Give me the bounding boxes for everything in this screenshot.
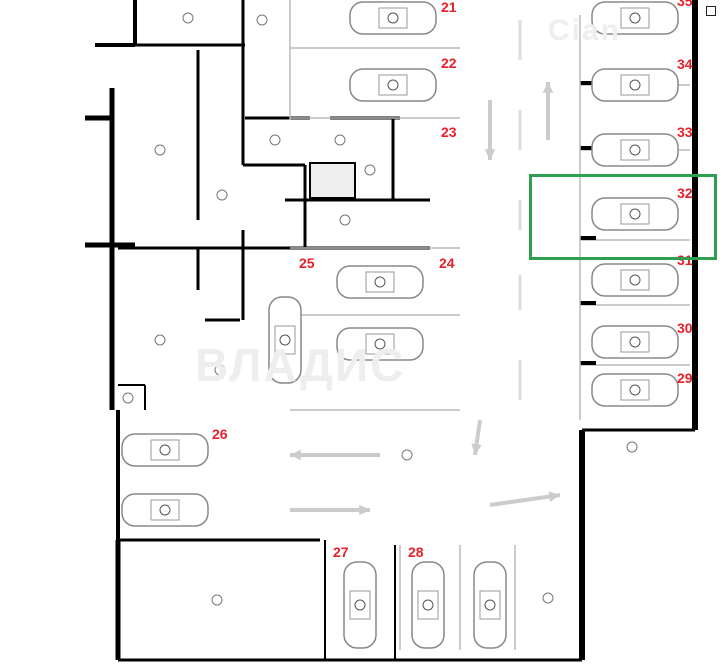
car-icon — [349, 1, 437, 35]
room-number-marker — [214, 364, 226, 376]
car-icon — [268, 296, 302, 384]
room-number-marker — [626, 441, 638, 453]
car-roof — [620, 203, 650, 225]
spot-label-25: 25 — [299, 255, 315, 271]
room-number-marker — [256, 14, 268, 26]
room-number-marker — [269, 134, 281, 146]
car-icon — [591, 263, 679, 297]
car-roof — [620, 269, 650, 291]
car-icon — [591, 68, 679, 102]
car-number-circle — [629, 274, 641, 286]
car-icon — [591, 1, 679, 35]
spot-label-27: 27 — [333, 544, 349, 560]
car-icon — [591, 197, 679, 231]
room-number-marker — [401, 449, 413, 461]
car-roof — [365, 333, 395, 355]
car-number-circle — [387, 79, 399, 91]
arrow-head — [548, 491, 560, 502]
car-icon — [591, 133, 679, 167]
car-number-circle — [159, 504, 171, 516]
car-number-circle — [422, 599, 434, 611]
room-number-marker — [216, 189, 228, 201]
room-number-marker — [334, 134, 346, 146]
arrow-head — [359, 504, 370, 516]
car-number-circle — [374, 338, 386, 350]
spot-label-22: 22 — [441, 55, 457, 71]
car-icon — [121, 433, 209, 467]
car-icon — [591, 325, 679, 359]
car-roof — [349, 590, 371, 620]
car-icon — [336, 327, 424, 361]
spot-label-21: 21 — [441, 0, 457, 15]
room-number-marker — [339, 214, 351, 226]
car-number-circle — [159, 444, 171, 456]
direction-arrow — [489, 493, 561, 507]
car-roof — [620, 74, 650, 96]
room-number-marker — [364, 164, 376, 176]
car-roof — [620, 139, 650, 161]
spot-label-24: 24 — [439, 255, 455, 271]
car-roof — [417, 590, 439, 620]
spot-label-32: 32 — [677, 185, 693, 201]
spot-label-34: 34 — [677, 56, 693, 72]
spot-label-35: 35 — [677, 0, 693, 9]
car-roof — [150, 499, 180, 521]
car-number-circle — [387, 12, 399, 24]
car-number-circle — [629, 12, 641, 24]
car-icon — [473, 561, 507, 649]
highlighted-spot-frame — [529, 174, 717, 260]
car-roof — [365, 271, 395, 293]
car-roof — [150, 439, 180, 461]
spot-label-30: 30 — [677, 320, 693, 336]
car-icon — [349, 68, 437, 102]
arrow-head — [471, 443, 482, 455]
spot-label-29: 29 — [677, 370, 693, 386]
room-number-marker — [122, 392, 134, 404]
car-roof — [378, 7, 408, 29]
room-number-marker — [182, 12, 194, 24]
car-icon — [591, 373, 679, 407]
car-roof — [479, 590, 501, 620]
car-roof — [378, 74, 408, 96]
car-number-circle — [629, 336, 641, 348]
arrow-head — [542, 82, 554, 93]
car-number-circle — [629, 208, 641, 220]
car-icon — [336, 265, 424, 299]
elevator-icon — [309, 162, 356, 199]
spot-label-33: 33 — [677, 124, 693, 140]
car-number-circle — [279, 334, 291, 346]
car-number-circle — [484, 599, 496, 611]
arrow-head — [484, 149, 496, 160]
room-number-marker — [154, 144, 166, 156]
spot-label-31: 31 — [677, 252, 693, 268]
car-number-circle — [629, 144, 641, 156]
room-number-marker — [154, 334, 166, 346]
watermark-cian: Cian — [548, 14, 622, 47]
corner-marker — [706, 6, 716, 16]
car-number-circle — [354, 599, 366, 611]
car-number-circle — [629, 384, 641, 396]
room-number-marker — [211, 594, 223, 606]
car-roof — [620, 379, 650, 401]
watermark-vladis: ВЛАДИС — [195, 339, 406, 391]
car-roof — [620, 7, 650, 29]
spot-label-26: 26 — [212, 426, 228, 442]
car-icon — [343, 561, 377, 649]
arrow-head — [290, 449, 301, 461]
car-roof — [274, 325, 296, 355]
car-number-circle — [374, 276, 386, 288]
spot-label-23: 23 — [441, 124, 457, 140]
car-icon — [411, 561, 445, 649]
car-icon — [121, 493, 209, 527]
car-number-circle — [629, 79, 641, 91]
car-roof — [620, 331, 650, 353]
spot-label-28: 28 — [408, 544, 424, 560]
room-number-marker — [542, 592, 554, 604]
